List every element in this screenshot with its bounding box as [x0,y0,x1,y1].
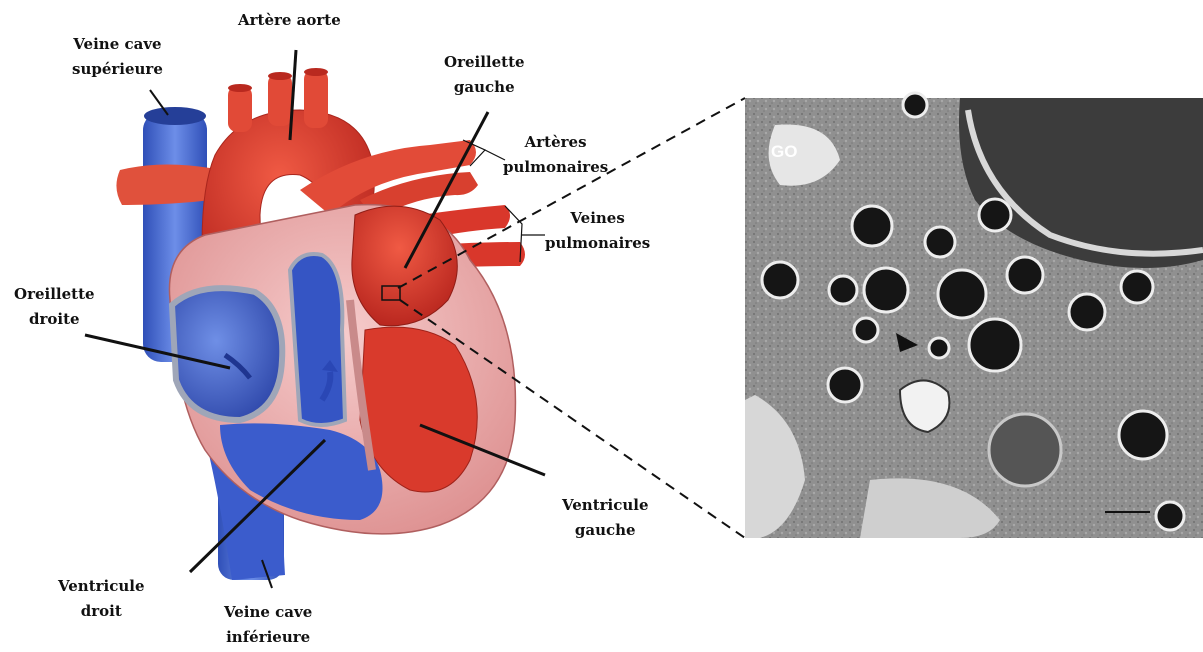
label-left-ventricle: Ventricule gauche [562,493,649,543]
label-inferior-vena-cava: Veine cave inférieure [224,600,312,650]
label-right-ventricle: Ventricule droit [58,574,145,624]
heart-illustration [116,68,525,580]
right-pulmonary-branch [116,164,212,205]
label-pulmonary-veins: Veines pulmonaires [545,206,650,256]
label-superior-vena-cava: Veine cave supérieure [72,32,163,82]
label-left-atrium: Oreillette gauche [444,50,525,100]
pulmonary-trunk [290,254,345,425]
label-aorta: Artère aorte [238,8,341,33]
electron-micrograph [745,93,1203,538]
label-pulmonary-arteries: Artères pulmonaires [503,130,608,180]
micrograph-go-label: GO [771,142,797,162]
large-granule [989,414,1061,486]
label-right-atrium: Oreillette droite [14,282,95,332]
